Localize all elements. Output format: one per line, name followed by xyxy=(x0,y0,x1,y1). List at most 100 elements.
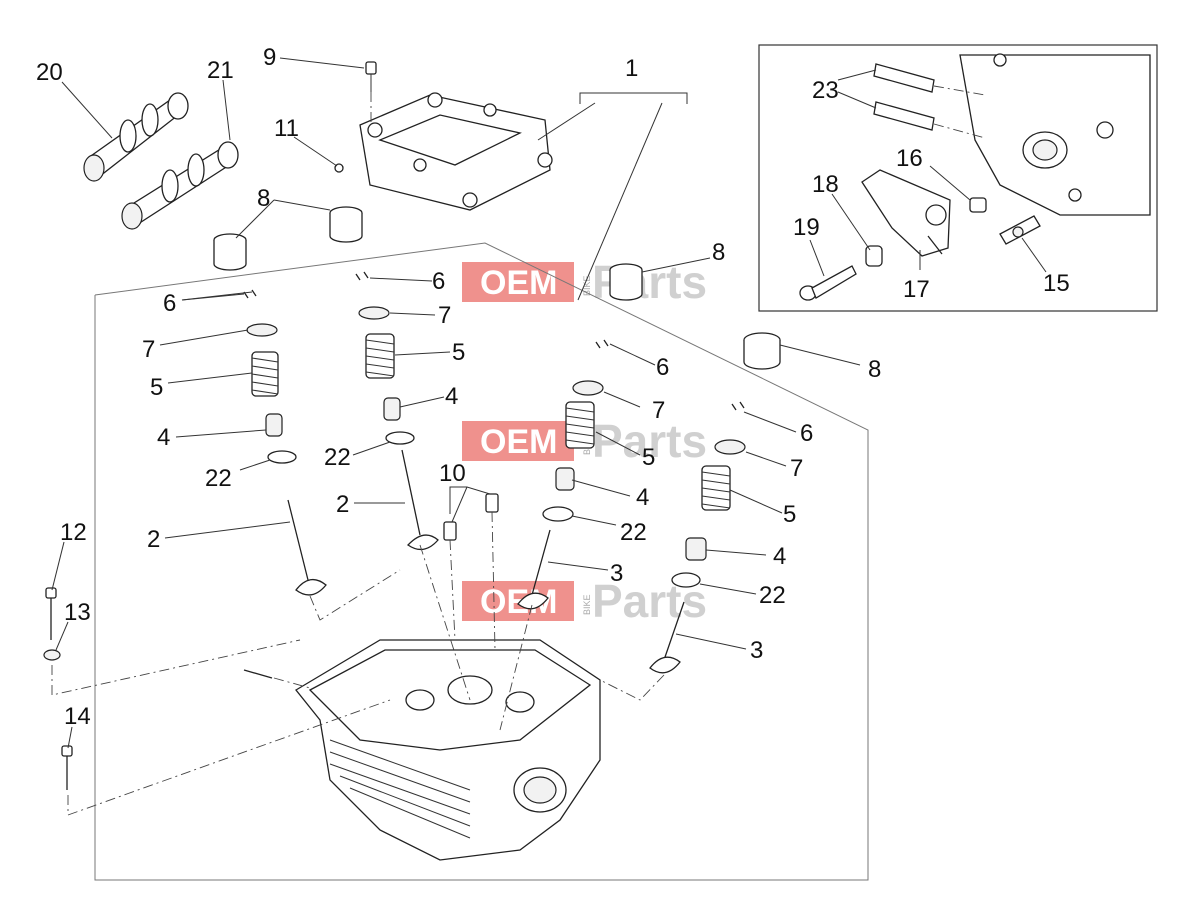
retainer-7c xyxy=(572,380,604,396)
callout-7a: 7 xyxy=(142,336,155,363)
inset-plug-16 xyxy=(969,197,987,213)
pin xyxy=(243,669,273,679)
svg-text:Parts: Parts xyxy=(592,415,707,467)
callout-8-lower: 8 xyxy=(868,356,881,383)
callout-11: 11 xyxy=(274,115,299,142)
keepers-6b xyxy=(355,271,369,281)
washer-22c xyxy=(542,506,574,522)
bolt-14 xyxy=(61,745,73,790)
callout-7c: 7 xyxy=(652,397,665,424)
watermark-3: OEM BIKE Parts xyxy=(462,575,707,627)
callout-16: 16 xyxy=(896,145,923,172)
callout-4d: 4 xyxy=(773,543,786,570)
screw-9 xyxy=(365,61,377,92)
washer-22a xyxy=(267,450,297,464)
assembly-lines xyxy=(51,92,665,816)
tappet-right-lower xyxy=(743,332,781,370)
callout-17: 17 xyxy=(903,276,930,303)
svg-text:OEM: OEM xyxy=(480,264,557,302)
valve-3b xyxy=(649,601,685,674)
washer-22b xyxy=(385,431,415,445)
assembly-frame xyxy=(94,242,869,881)
callout-22a: 22 xyxy=(205,465,232,492)
dowel-10a xyxy=(443,521,457,541)
inset-sensor-15 xyxy=(999,215,1041,245)
spring-5a xyxy=(251,351,279,397)
callout-5a: 5 xyxy=(150,374,163,401)
spring-5c xyxy=(565,401,595,449)
callout-14: 14 xyxy=(64,703,91,730)
tappet-left xyxy=(213,233,247,271)
callout-5d: 5 xyxy=(783,501,796,528)
washer-22d xyxy=(671,572,701,588)
valve-seal-4c xyxy=(555,467,575,491)
callout-5b: 5 xyxy=(452,339,465,366)
callout-10: 10 xyxy=(439,460,466,487)
inset-spacer-18 xyxy=(865,245,883,267)
watermark-2: OEM BIKE Parts xyxy=(462,415,707,467)
callout-23: 23 xyxy=(812,77,839,104)
svg-text:Parts: Parts xyxy=(592,256,707,308)
retainer-7a xyxy=(246,323,278,337)
callout-13: 13 xyxy=(64,599,91,626)
callout-8-upper: 8 xyxy=(712,239,725,266)
callout-4b: 4 xyxy=(445,383,458,410)
bolt-12 xyxy=(45,587,57,640)
valve-3a xyxy=(517,529,551,610)
callout-22d: 22 xyxy=(759,582,786,609)
callout-9: 9 xyxy=(263,44,276,71)
callout-21: 21 xyxy=(207,57,234,84)
tappet-right-upper xyxy=(609,263,643,301)
valve-seal-4a xyxy=(265,413,283,437)
cylinder-head xyxy=(295,639,601,861)
callout-1: 1 xyxy=(625,55,638,82)
valve-seal-4b xyxy=(383,397,401,421)
camshaft-exhaust xyxy=(83,92,189,182)
keepers-6a xyxy=(243,289,257,299)
callout-8-left: 8 xyxy=(257,185,270,212)
callout-22c: 22 xyxy=(620,519,647,546)
callout-5c: 5 xyxy=(642,444,655,471)
callout-15: 15 xyxy=(1043,270,1070,297)
camshaft-intake xyxy=(121,141,239,230)
svg-text:OEM: OEM xyxy=(480,583,557,621)
svg-text:BIKE: BIKE xyxy=(582,275,592,296)
camshaft-carrier xyxy=(359,92,553,211)
callout-4a: 4 xyxy=(157,424,170,451)
callout-6a: 6 xyxy=(163,290,176,317)
callout-2b: 2 xyxy=(336,491,349,518)
callout-6c: 6 xyxy=(656,354,669,381)
valve-seal-4d xyxy=(685,537,707,561)
callout-7b: 7 xyxy=(438,302,451,329)
callout-6d: 6 xyxy=(800,420,813,447)
keepers-6c xyxy=(595,339,609,349)
spring-5d xyxy=(701,465,731,511)
inset-studs-23 xyxy=(873,63,986,139)
inset-thermostat-housing-17 xyxy=(861,169,951,257)
callout-2a: 2 xyxy=(147,526,160,553)
dowel-10b xyxy=(485,493,499,513)
leader-lines xyxy=(51,57,1047,749)
callout-20: 20 xyxy=(36,59,63,86)
spring-5b xyxy=(365,333,395,379)
callout-18: 18 xyxy=(812,171,839,198)
tappet-mid xyxy=(329,206,363,243)
washer-13 xyxy=(43,649,61,661)
callout-22b: 22 xyxy=(324,444,351,471)
callout-4c: 4 xyxy=(636,484,649,511)
keepers-6d xyxy=(731,401,745,411)
inset-bolt-19 xyxy=(799,265,857,301)
callout-7d: 7 xyxy=(790,455,803,482)
callout-12: 12 xyxy=(60,519,87,546)
retainer-7b xyxy=(358,306,390,320)
callout-3a: 3 xyxy=(610,560,623,587)
valve-2b xyxy=(401,449,439,551)
callout-labels: 20 21 9 11 8 1 8 8 6 7 5 4 22 2 6 7 5 4 … xyxy=(36,44,1070,730)
inset-frame xyxy=(758,44,1158,312)
svg-text:BIKE: BIKE xyxy=(582,594,592,615)
callout-3b: 3 xyxy=(750,637,763,664)
inset-cylinder-head xyxy=(959,53,1151,216)
callout-6b: 6 xyxy=(432,268,445,295)
svg-text:OEM: OEM xyxy=(480,423,557,461)
